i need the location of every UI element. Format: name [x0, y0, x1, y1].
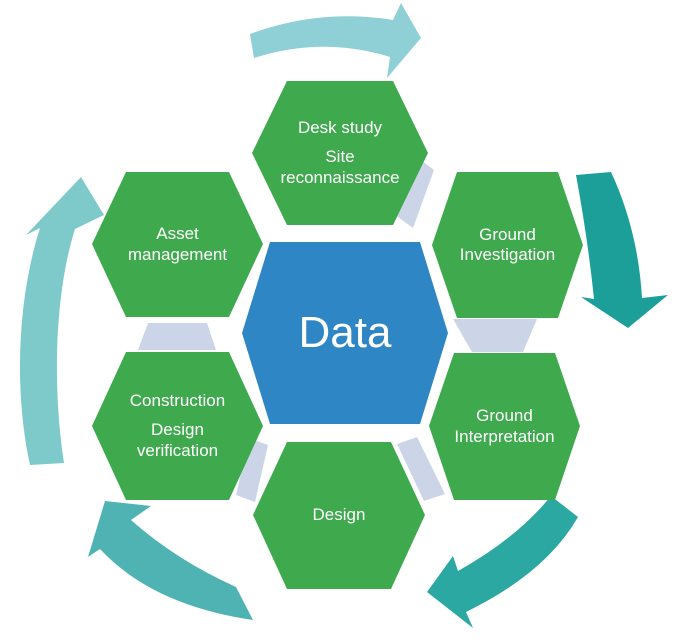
curved-arrow-bottom-left-icon: [88, 501, 253, 620]
hexagon-design: [253, 442, 425, 589]
connector-top-to-topright: [394, 157, 434, 228]
curved-arrow-left-icon: [19, 177, 104, 465]
connector-bottom-to-bottomleft: [236, 438, 268, 502]
hexagon-data-center: [242, 242, 448, 424]
hexagon-asset-management: [92, 172, 263, 317]
connector-bottomright-to-bottom: [397, 437, 445, 501]
curved-arrow-right-icon: [576, 172, 668, 328]
connector-bottomleft-to-topleft: [138, 323, 216, 350]
hexagon-ground-investigation: [432, 172, 583, 318]
hexagon-ground-interpretation: [429, 353, 580, 500]
hexagon-desk-study: [252, 81, 428, 225]
curved-arrow-bottom-right-icon: [427, 496, 578, 628]
connector-topright-to-bottomright: [453, 319, 537, 352]
hexagon-construction: [92, 352, 263, 500]
curved-arrow-top-icon: [250, 3, 421, 78]
